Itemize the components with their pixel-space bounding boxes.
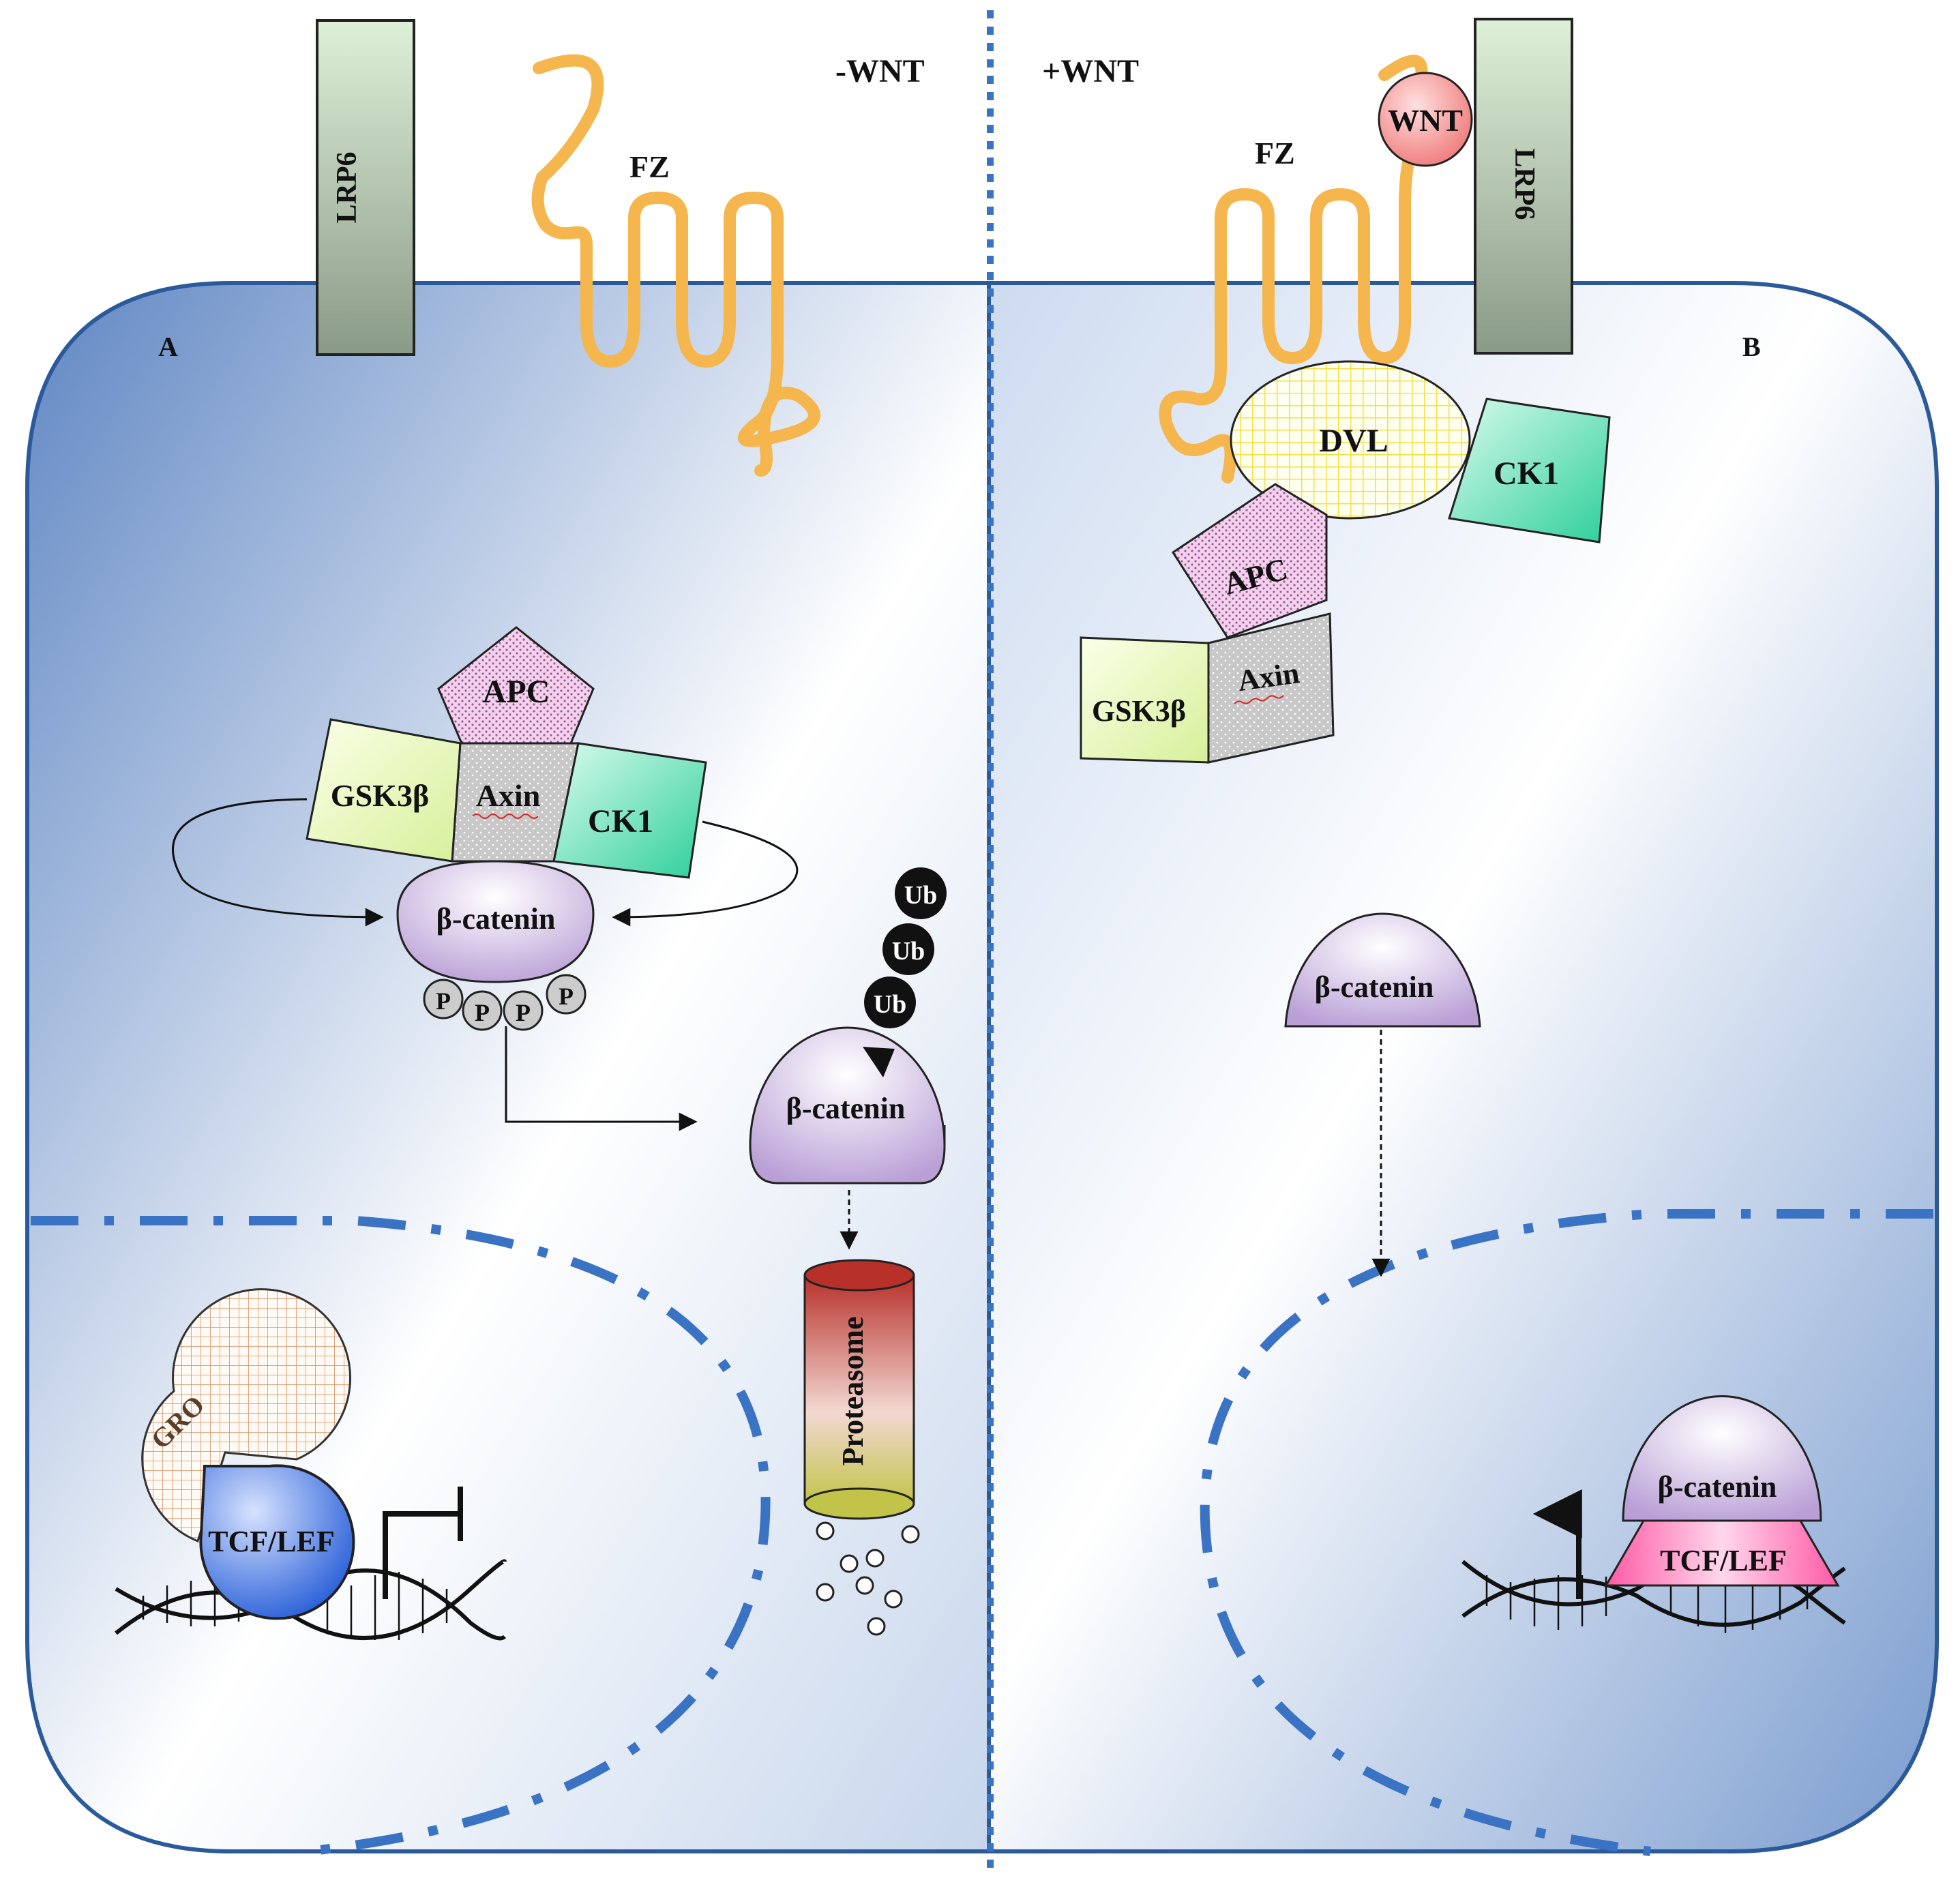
minus-wnt-label: -WNT <box>835 53 925 89</box>
svg-text:WNT: WNT <box>1388 103 1463 138</box>
svg-text:LRP6: LRP6 <box>1509 149 1540 220</box>
wnt-ligand: WNT <box>1378 72 1473 167</box>
panel-b-label: B <box>1742 331 1761 362</box>
phosphate-groups: P P P P <box>423 974 586 1031</box>
repressed-promoter-symbol <box>383 1487 463 1599</box>
fz-label-left: FZ <box>629 149 670 184</box>
svg-text:LRP6: LRP6 <box>331 152 363 224</box>
svg-text:P: P <box>475 999 490 1026</box>
tcf-lef-active: TCF/LEF <box>1604 1519 1840 1587</box>
svg-text:P: P <box>516 999 531 1026</box>
fz-label-right: FZ <box>1255 136 1295 170</box>
cell-left <box>25 281 991 1853</box>
beta-catenin-complex-left <box>396 860 595 983</box>
apc-protein-right: APC <box>1171 483 1328 639</box>
svg-text:Ub: Ub <box>892 937 925 966</box>
degradation-fragments <box>816 1521 920 1636</box>
tcf-lef-repressed: TCF/LEF <box>199 1464 355 1620</box>
beta-catenin-label-ub: β-catenin <box>786 1092 906 1125</box>
svg-text:P: P <box>559 983 574 1010</box>
destruction-complex: APC GSK3β Axin CK1 β-catenin P P P P <box>306 626 707 1031</box>
beta-catenin-free: β-catenin <box>1284 912 1481 1028</box>
svg-text:TCF/LEF: TCF/LEF <box>1660 1544 1787 1577</box>
gro-corepressor: GRO <box>141 1288 352 1543</box>
svg-text:Ub: Ub <box>904 881 938 910</box>
beta-catenin-label-complex: β-catenin <box>436 902 556 936</box>
svg-text:APC: APC <box>483 674 550 710</box>
lrp6-receptor-left: LRP6 <box>316 19 415 356</box>
nucleus-right-membrane <box>1200 1209 1933 1856</box>
ck1-protein-right: CK1 <box>1448 398 1611 543</box>
proteasome: Proteasome <box>803 1259 915 1520</box>
active-promoter-arrow <box>1532 1489 1582 1599</box>
gsk3b-protein-right: GSK3β <box>1080 636 1210 764</box>
svg-text:β-catenin: β-catenin <box>1315 970 1434 1004</box>
svg-text:Ub: Ub <box>874 990 907 1019</box>
recycle-arrow-right <box>612 820 799 927</box>
svg-text:P: P <box>436 987 451 1015</box>
dvl-protein: DVL <box>1230 360 1471 520</box>
svg-text:DVL: DVL <box>1319 423 1388 459</box>
frizzled-receptor-right <box>1159 55 1428 483</box>
svg-text:TCF/LEF: TCF/LEF <box>208 1525 335 1558</box>
svg-text:β-catenin: β-catenin <box>1658 1470 1777 1504</box>
svg-text:GSK3β: GSK3β <box>1092 694 1186 728</box>
frizzled-receptor-left <box>531 54 820 477</box>
svg-text:Proteasome: Proteasome <box>836 1316 870 1465</box>
svg-text:Axin: Axin <box>476 778 541 813</box>
ubiquitin-chain: Ub Ub Ub <box>863 867 947 1077</box>
to-degradation-arrow <box>505 1026 698 1131</box>
beta-catenin-ubiquitinated <box>749 1026 946 1184</box>
svg-text:GSK3β: GSK3β <box>331 778 429 813</box>
plus-wnt-label: +WNT <box>1042 53 1139 89</box>
ck1-protein-left <box>552 742 707 879</box>
beta-catenin-nuclear: β-catenin <box>1622 1395 1822 1522</box>
axin-protein-right: Axin <box>1207 612 1335 764</box>
lrp6-receptor-right: LRP6 <box>1474 18 1573 355</box>
svg-text:CK1: CK1 <box>1494 456 1559 492</box>
nucleus-left-membrane <box>31 1216 771 1856</box>
svg-text:CK1: CK1 <box>588 803 653 839</box>
recycle-arrow-left <box>171 798 384 927</box>
panel-a-label: A <box>158 331 178 362</box>
